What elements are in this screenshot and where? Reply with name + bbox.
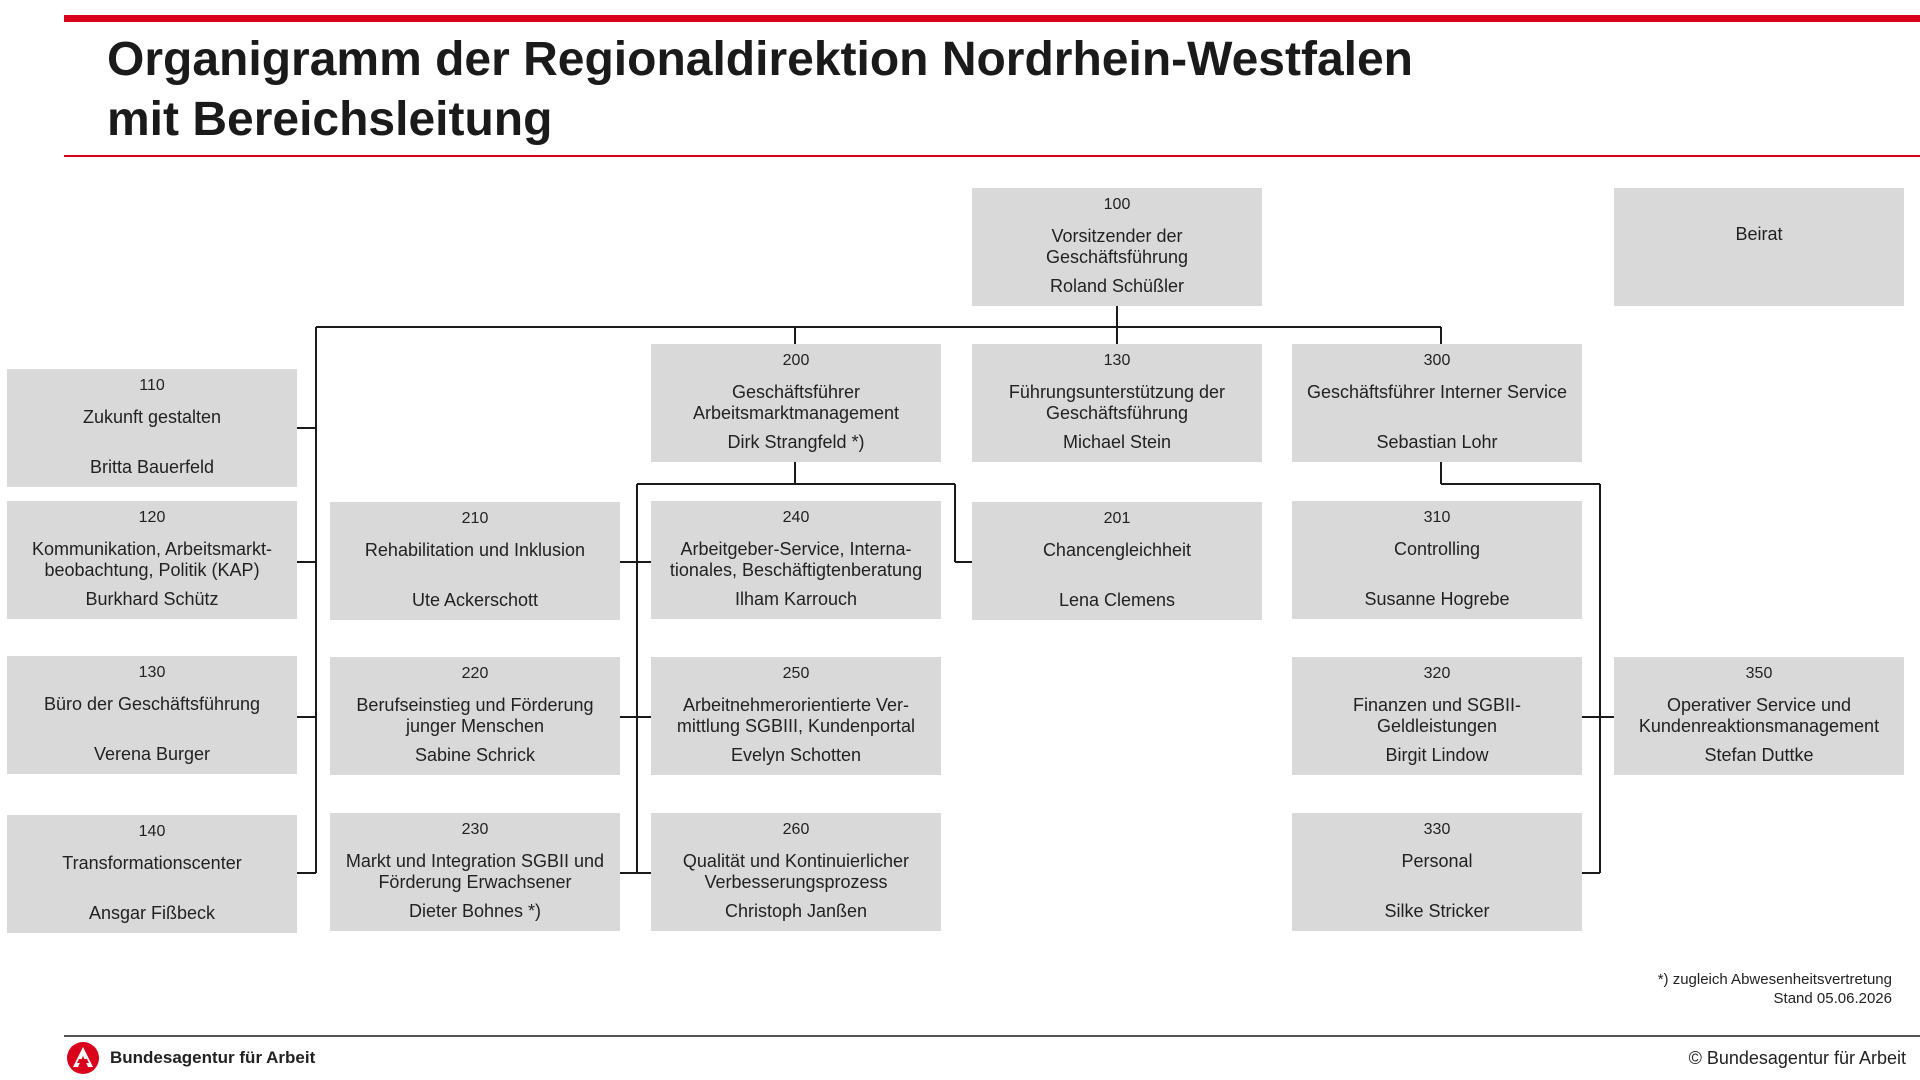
top-accent-bar (64, 15, 1920, 22)
ba-logo-icon (67, 1042, 99, 1074)
unit-person: Susanne Hogrebe (1364, 589, 1510, 609)
unit-code: 320 (1423, 665, 1451, 682)
footnote-absence: *) zugleich Abwesenheitsvertretung (1657, 971, 1892, 988)
footnote-date: Stand 05.06.2026 (1773, 990, 1892, 1007)
unit-person: Britta Bauerfeld (89, 457, 215, 477)
unit-name: Büro der Geschäftsführung (43, 694, 261, 714)
unit-person: Birgit Lindow (1385, 745, 1489, 765)
unit-code: 140 (138, 823, 166, 840)
unit-person: Evelyn Schotten (730, 745, 862, 765)
unit-name: Operativer Service und Kundenreaktionsma… (1638, 695, 1880, 736)
org-unit-201: 201 Chancengleichheit Lena Clemens (972, 502, 1262, 620)
unit-code: 201 (1103, 510, 1131, 527)
unit-person: Ute Ackerschott (411, 590, 539, 610)
unit-name: Arbeitnehmerorientierte Ver-mittlung SGB… (676, 695, 916, 736)
unit-code: 250 (782, 665, 810, 682)
org-unit-140: 140 Transformationscenter Ansgar Fißbeck (7, 815, 297, 933)
unit-person: Sabine Schrick (414, 745, 536, 765)
unit-name: Führungsunterstützung der Geschäftsführu… (1008, 382, 1226, 423)
footnote: *) zugleich Abwesenheitsvertretung Stand… (1658, 970, 1892, 1008)
unit-name: Controlling (1393, 539, 1481, 559)
unit-code: 310 (1423, 509, 1451, 526)
unit-code: 100 (1103, 196, 1131, 213)
org-unit-100: 100 Vorsitzender der Geschäftsführung Ro… (972, 188, 1262, 306)
unit-name: Markt und Integration SGBII und Förderun… (345, 851, 605, 892)
org-unit-110: 110 Zukunft gestalten Britta Bauerfeld (7, 369, 297, 487)
unit-name: Kommunikation, Arbeitsmarkt-beobachtung,… (31, 539, 273, 580)
unit-person: Sebastian Lohr (1376, 432, 1498, 452)
org-unit-210: 210 Rehabilitation und Inklusion Ute Ack… (330, 502, 620, 620)
unit-person: Michael Stein (1062, 432, 1172, 452)
org-unit-310: 310 Controlling Susanne Hogrebe (1292, 501, 1582, 619)
unit-code: 220 (461, 665, 489, 682)
org-unit-300: 300 Geschäftsführer Interner Service Seb… (1292, 344, 1582, 462)
logo-text: Bundesagentur für Arbeit (110, 1048, 316, 1067)
org-unit-130-buero: 130 Büro der Geschäftsführung Verena Bur… (7, 656, 297, 774)
org-unit-330: 330 Personal Silke Stricker (1292, 813, 1582, 931)
unit-code: 110 (139, 377, 165, 394)
unit-person: Silke Stricker (1384, 901, 1490, 921)
org-unit-130-fuehrung: 130 Führungsunterstützung der Geschäftsf… (972, 344, 1262, 462)
org-unit-250: 250 Arbeitnehmerorientierte Ver-mittlung… (651, 657, 941, 775)
unit-code: 260 (782, 821, 810, 838)
footer-logo: Bundesagentur für Arbeit (66, 1040, 315, 1076)
unit-person: Ilham Karrouch (734, 589, 858, 609)
unit-person: Dirk Strangfeld *) (727, 432, 865, 452)
title-line-2: mit Bereichsleitung (107, 93, 553, 146)
org-unit-350: 350 Operativer Service und Kundenreaktio… (1614, 657, 1904, 775)
unit-name: Qualität und Kontinuierlicher Verbesseru… (682, 851, 910, 892)
unit-person: Christoph Janßen (724, 901, 868, 921)
unit-person: Burkhard Schütz (85, 589, 219, 609)
unit-code: 240 (782, 509, 810, 526)
org-unit-320: 320 Finanzen und SGBII-Geldleistungen Bi… (1292, 657, 1582, 775)
unit-name: Zukunft gestalten (82, 407, 222, 427)
org-unit-230: 230 Markt und Integration SGBII und Förd… (330, 813, 620, 931)
org-unit-220: 220 Berufseinstieg und Förderung junger … (330, 657, 620, 775)
unit-person: Lena Clemens (1058, 590, 1176, 610)
unit-code: 230 (461, 821, 489, 838)
unit-name: Finanzen und SGBII-Geldleistungen (1352, 695, 1522, 736)
unit-person: Verena Burger (93, 744, 211, 764)
unit-code: 350 (1745, 665, 1773, 682)
unit-name: Arbeitgeber-Service, Interna-tionales, B… (669, 539, 923, 580)
unit-name: Chancengleichheit (1042, 540, 1192, 560)
page-title: Organigramm der Regionaldirektion Nordrh… (107, 30, 1413, 150)
org-unit-120: 120 Kommunikation, Arbeitsmarkt-beobacht… (7, 501, 297, 619)
copyright: © Bundesagentur für Arbeit (1688, 1048, 1906, 1068)
unit-code: 200 (782, 352, 810, 369)
unit-code: 210 (461, 510, 489, 527)
org-unit-200: 200 Geschäftsführer Arbeitsmarktmanageme… (651, 344, 941, 462)
unit-name: Geschäftsführer Interner Service (1306, 382, 1568, 402)
org-unit-beirat: Beirat (1614, 188, 1904, 306)
unit-person: Roland Schüßler (1049, 276, 1185, 296)
unit-name: Beirat (1735, 224, 1783, 244)
unit-name: Geschäftsführer Arbeitsmarktmanagement (692, 382, 900, 423)
unit-code: 330 (1423, 821, 1451, 838)
unit-code: 130 (1103, 352, 1131, 369)
org-unit-260: 260 Qualität und Kontinuierlicher Verbes… (651, 813, 941, 931)
unit-person: Stefan Duttke (1704, 745, 1814, 765)
unit-name: Rehabilitation und Inklusion (364, 540, 586, 560)
unit-code: 130 (138, 664, 166, 681)
title-line-1: Organigramm der Regionaldirektion Nordrh… (107, 33, 1413, 86)
unit-person: Ansgar Fißbeck (88, 903, 216, 923)
unit-code: 120 (138, 509, 166, 526)
unit-name: Berufseinstieg und Förderung junger Mens… (356, 695, 594, 736)
unit-name: Vorsitzender der Geschäftsführung (1045, 226, 1189, 267)
unit-person: Dieter Bohnes *) (408, 901, 542, 921)
org-unit-240: 240 Arbeitgeber-Service, Interna-tionale… (651, 501, 941, 619)
unit-name: Transformationscenter (62, 853, 242, 873)
unit-code: 300 (1423, 352, 1451, 369)
title-rule (64, 155, 1920, 157)
footer-rule (64, 1035, 1920, 1037)
unit-name: Personal (1401, 851, 1473, 871)
